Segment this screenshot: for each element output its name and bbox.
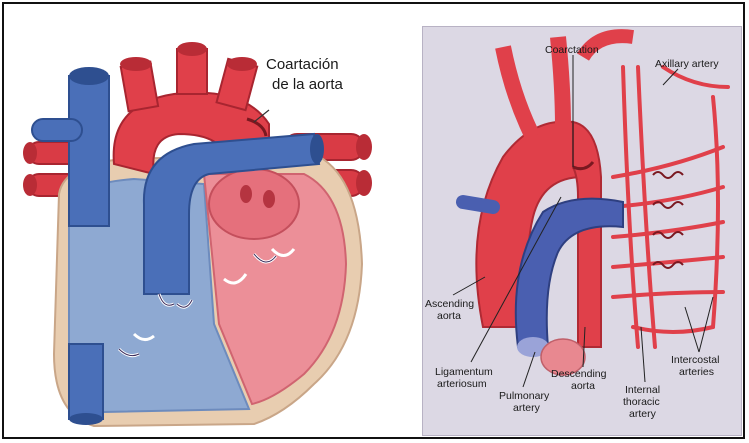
label-descending-line2: aorta bbox=[571, 381, 595, 393]
label-pulmonary-line2: artery bbox=[513, 403, 540, 415]
label-ascending-aorta-line2: aorta bbox=[437, 311, 461, 323]
label-internal-thoracic-line3: artery bbox=[629, 409, 656, 421]
label-coartacion-line1: Coartación bbox=[266, 57, 339, 74]
label-intercostal-line2: arteries bbox=[679, 367, 714, 379]
label-intercostal-line1: Intercostal bbox=[671, 355, 719, 367]
label-pulmonary-line1: Pulmonary bbox=[499, 391, 549, 403]
left-atrium bbox=[209, 169, 299, 239]
label-internal-thoracic-line2: thoracic bbox=[623, 397, 660, 409]
label-ligamentum-line1: Ligamentum bbox=[435, 367, 493, 379]
label-axillary-artery: Axillary artery bbox=[655, 59, 719, 71]
heart-illustration-panel: Coartación de la aorta bbox=[14, 24, 384, 434]
label-coarctation: Coarctation bbox=[545, 45, 599, 57]
coarctation-diagram-panel: Coarctation Axillary artery Ascending ao… bbox=[422, 26, 742, 436]
label-internal-thoracic-line1: Internal bbox=[625, 385, 660, 397]
intercostal-tortuous-segments bbox=[653, 172, 683, 268]
aorta bbox=[476, 36, 633, 347]
label-descending-line1: Descending bbox=[551, 369, 606, 381]
label-ligamentum-line2: arteriosum bbox=[437, 379, 487, 391]
inferior-vena-cava bbox=[69, 344, 103, 419]
superior-vena-cava bbox=[69, 67, 109, 226]
label-coartacion-line2: de la aorta bbox=[272, 77, 343, 94]
label-ascending-aorta-line1: Ascending bbox=[425, 299, 474, 311]
figure-frame: Coartación de la aorta bbox=[2, 2, 745, 439]
